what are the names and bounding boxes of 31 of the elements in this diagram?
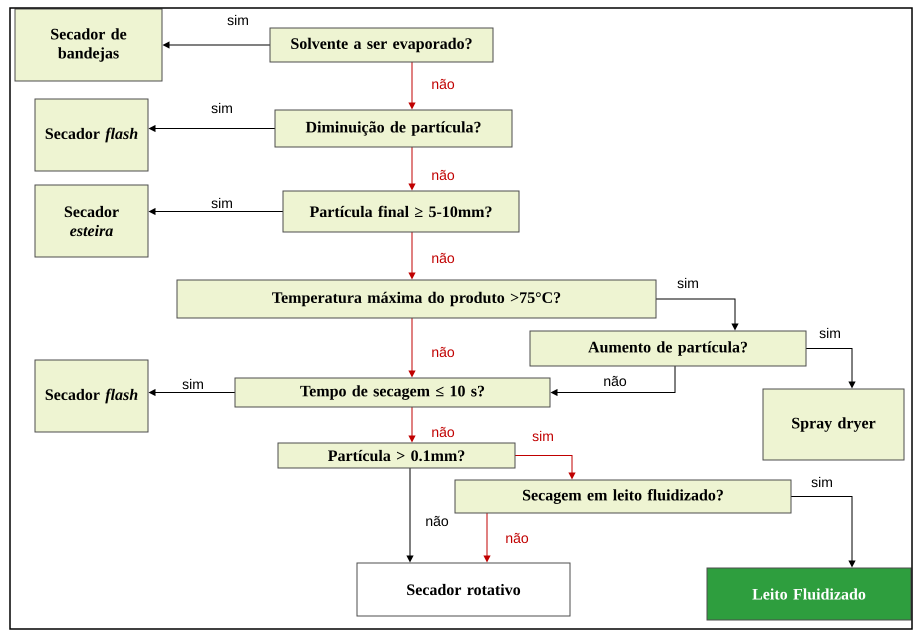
decision-box: Partícula > 0.1mm?: [278, 442, 516, 468]
edge-label: não: [430, 168, 456, 182]
result-box: Leito Fluidizado: [706, 568, 912, 620]
decision-box: Solvente a ser evaporado?: [270, 28, 494, 62]
edge-label: sim: [210, 196, 234, 210]
edge-label: não: [430, 252, 456, 264]
result-box: Secador esteira: [34, 184, 148, 258]
decision-box: Tempo de secagem ≤ 10 s?: [234, 378, 550, 408]
decision-box: Partícula final ≥ 5-10mm?: [282, 190, 520, 232]
edge-label: não: [430, 78, 456, 90]
edge-label: sim: [210, 102, 234, 114]
edge-label: sim: [181, 378, 205, 390]
edge-label: não: [424, 514, 450, 528]
edge-label: não: [602, 374, 628, 388]
result-box: Secador flash: [34, 98, 148, 172]
edge-label: sim: [810, 476, 834, 488]
result-box: Secador de bandejas: [14, 8, 162, 82]
decision-box: Secagem em leito fluidizado?: [454, 480, 792, 514]
result-box: Spray dryer: [762, 388, 904, 460]
edge-label: não: [430, 346, 456, 358]
edge-label: sim: [226, 14, 250, 26]
decision-box: Temperatura máxima do produto >75°C?: [176, 280, 656, 318]
edge-label: sim: [676, 276, 700, 290]
decision-box: Diminuição de partícula?: [274, 110, 512, 148]
edge-label: não: [430, 426, 456, 438]
edge-label: não: [504, 532, 530, 544]
result-box: Secador rotativo: [356, 562, 570, 616]
decision-box: Aumento de partícula?: [530, 330, 806, 366]
edge-label: sim: [531, 430, 555, 442]
result-box: Secador flash: [34, 360, 148, 432]
edge-label: sim: [818, 326, 842, 340]
